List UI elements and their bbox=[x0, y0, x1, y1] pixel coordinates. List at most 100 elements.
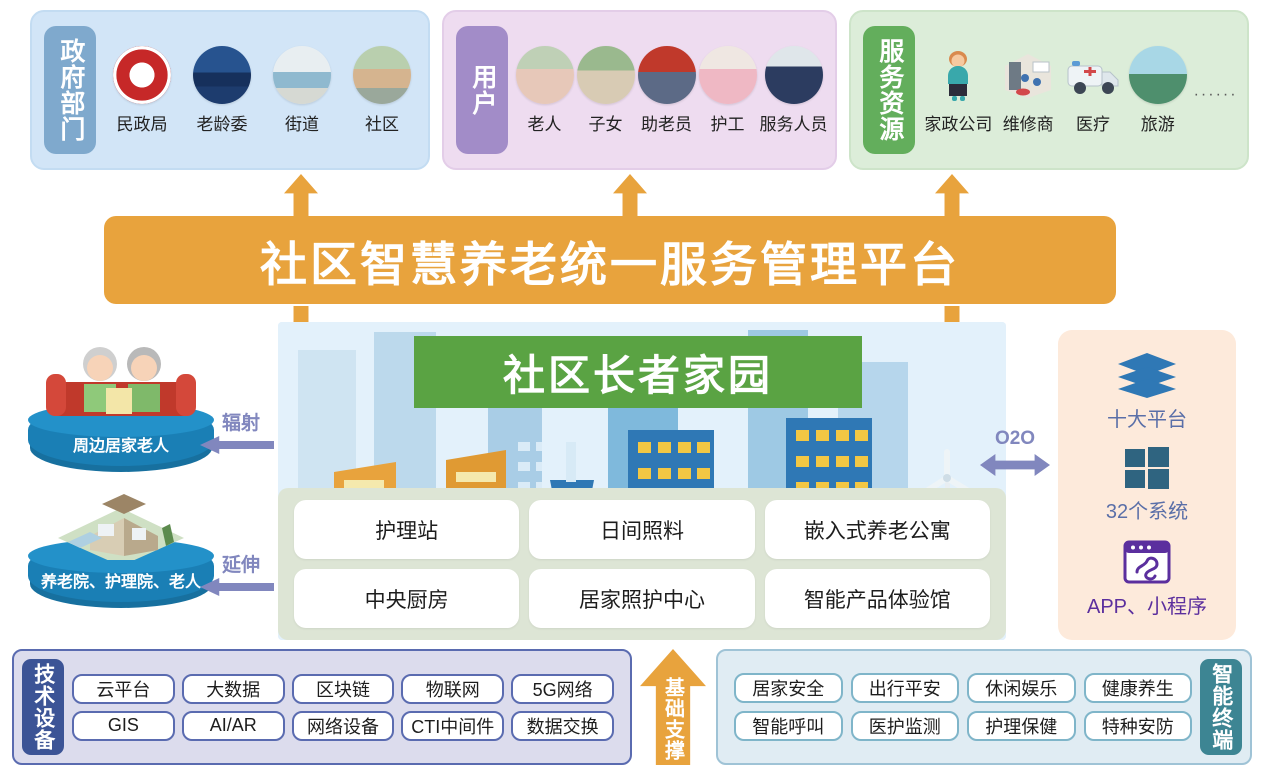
section-smart-terminals: 居家安全 出行平安 休闲娱乐 健康养生 智能呼叫 医护监测 护理保健 特种安防 … bbox=[716, 649, 1252, 765]
mini-program-window-icon bbox=[1123, 540, 1171, 584]
section-tab-service-resources: 服务资源 bbox=[863, 26, 915, 154]
channel-platforms[interactable]: 十大平台 bbox=[1107, 351, 1187, 432]
user-items: 老人 子女 助老员 护工 服务人员 bbox=[508, 45, 835, 135]
terminal-item[interactable]: 医护监测 bbox=[850, 711, 959, 741]
chip-caregiver[interactable]: 护工 bbox=[698, 45, 757, 135]
service-resource-items: 家政公司 维修商 bbox=[915, 45, 1247, 135]
terminal-item[interactable]: 居家安全 bbox=[734, 673, 843, 703]
service-card[interactable]: 日间照料 bbox=[529, 500, 755, 559]
platform-title: 社区智慧养老统一服务管理平台 bbox=[260, 237, 960, 291]
service-card[interactable]: 护理站 bbox=[294, 500, 520, 559]
terminal-item[interactable]: 出行平安 bbox=[850, 673, 959, 703]
service-card[interactable]: 智能产品体验馆 bbox=[764, 569, 990, 628]
housekeeper-icon bbox=[929, 46, 987, 104]
elder-helper-photo-icon bbox=[637, 45, 696, 104]
layers-stack-icon bbox=[1118, 352, 1176, 398]
chip-label: 助老员 bbox=[641, 114, 692, 134]
channel-label: 32个系统 bbox=[1105, 501, 1189, 524]
arrow-resources-to-platform bbox=[935, 174, 969, 220]
terminal-item[interactable]: 休闲娱乐 bbox=[967, 673, 1076, 703]
arrow-label-extend: 延伸 bbox=[222, 555, 261, 576]
terminal-items-grid: 居家安全 出行平安 休闲娱乐 健康养生 智能呼叫 医护监测 护理保健 特种安防 bbox=[726, 673, 1200, 741]
chip-label: 社区 bbox=[365, 114, 399, 134]
digital-channels-panel: 十大平台 32个系统 APP、小程序 bbox=[1058, 330, 1236, 640]
chip-label: 家政公司 bbox=[924, 114, 993, 134]
chip-label: 街道 bbox=[285, 114, 319, 134]
tech-item[interactable]: 网络设备 bbox=[291, 710, 395, 741]
repair-shop-icon bbox=[999, 46, 1057, 104]
chip-label: 老人 bbox=[527, 114, 562, 134]
tech-item[interactable]: 数据交换 bbox=[511, 710, 614, 741]
aging-committee-photo-icon bbox=[193, 45, 251, 104]
tech-item[interactable]: 物联网 bbox=[401, 673, 505, 704]
chip-elderly[interactable]: 老人 bbox=[515, 45, 574, 135]
chip-civil-affairs[interactable]: 民政局 bbox=[113, 45, 171, 135]
chip-housekeeping[interactable]: 家政公司 bbox=[924, 46, 992, 135]
civil-affairs-seal-icon bbox=[113, 45, 171, 104]
node-label: 养老院、护理院、老人 bbox=[40, 574, 201, 591]
node-nursing-institutions[interactable]: 养老院、护理院、老人 bbox=[28, 494, 214, 602]
chip-label: 民政局 bbox=[116, 114, 168, 134]
o2o-connector: O2O bbox=[980, 428, 1050, 476]
channel-systems[interactable]: 32个系统 bbox=[1106, 445, 1188, 524]
service-card[interactable]: 中央厨房 bbox=[294, 569, 520, 628]
terminal-item[interactable]: 护理保健 bbox=[967, 711, 1076, 741]
center-green-title-text: 社区长者家园 bbox=[502, 351, 773, 399]
section-tech-equipment: 技术设备 云平台 大数据 区块链 物联网 5G网络 GIS AI/AR 网络设备… bbox=[12, 649, 632, 765]
chip-tourism[interactable]: 旅游 bbox=[1128, 45, 1187, 135]
chip-street[interactable]: 街道 bbox=[273, 45, 331, 135]
section-tab-government: 政府部门 bbox=[44, 26, 96, 154]
terminal-item[interactable]: 健康养生 bbox=[1083, 673, 1192, 703]
terminal-item[interactable]: 智能呼叫 bbox=[734, 711, 843, 741]
tech-item[interactable]: AI/AR bbox=[181, 710, 285, 741]
section-government-departments: 政府部门 民政局 老龄委 街道 社区 bbox=[30, 10, 430, 170]
channel-label: APP、小程序 bbox=[1086, 596, 1208, 619]
tech-item[interactable]: 5G网络 bbox=[511, 673, 614, 704]
chip-children[interactable]: 子女 bbox=[576, 45, 635, 135]
chip-elder-helper[interactable]: 助老员 bbox=[637, 45, 696, 135]
tech-item[interactable]: 区块链 bbox=[291, 673, 395, 704]
arrow-users-to-platform bbox=[613, 174, 647, 220]
elderly-couple-sofa-icon bbox=[46, 347, 196, 416]
chip-label: 维修商 bbox=[1002, 114, 1054, 134]
chip-medical[interactable]: 医疗 bbox=[1064, 46, 1122, 135]
street-office-photo-icon bbox=[273, 45, 331, 104]
chip-label: 医疗 bbox=[1075, 114, 1110, 134]
foundation-support-label: 基础支撑 bbox=[661, 677, 684, 761]
arrow-government-to-platform bbox=[284, 174, 318, 220]
chip-label: 服务人员 bbox=[759, 114, 828, 134]
center-green-title[interactable]: 社区长者家园 bbox=[414, 336, 862, 408]
chip-community[interactable]: 社区 bbox=[353, 45, 411, 135]
chip-label: 护工 bbox=[710, 114, 745, 134]
section-service-resources: 服务资源 家政公司 bbox=[849, 10, 1249, 170]
node-label: 周边居家老人 bbox=[72, 438, 169, 455]
family-children-photo-icon bbox=[576, 45, 635, 104]
tech-item[interactable]: 云平台 bbox=[72, 673, 175, 704]
government-items: 民政局 老龄委 街道 社区 bbox=[96, 45, 428, 135]
tech-item[interactable]: CTI中间件 bbox=[401, 710, 505, 741]
chip-repair[interactable]: 维修商 bbox=[999, 46, 1057, 135]
section-tab-users: 用户 bbox=[456, 26, 508, 154]
chip-service-staff[interactable]: 服务人员 bbox=[759, 45, 828, 135]
tourism-landscape-icon bbox=[1128, 45, 1187, 104]
caregiver-photo-icon bbox=[698, 45, 757, 104]
service-card[interactable]: 嵌入式养老公寓 bbox=[764, 500, 990, 559]
chip-aging-committee[interactable]: 老龄委 bbox=[193, 45, 251, 135]
section-tab-smart-terminals: 智能终端 bbox=[1200, 659, 1242, 755]
tech-item[interactable]: GIS bbox=[72, 710, 175, 741]
channel-label: 十大平台 bbox=[1107, 408, 1187, 431]
channel-app[interactable]: APP、小程序 bbox=[1087, 538, 1207, 619]
nursing-home-building-icon bbox=[58, 494, 184, 560]
foundation-support-arrow: 基础支撑 bbox=[640, 649, 706, 765]
chip-label: 旅游 bbox=[1140, 114, 1175, 134]
arrow-label-radiate: 辐射 bbox=[222, 413, 261, 434]
node-home-elderly[interactable]: 周边居家老人 bbox=[28, 347, 214, 466]
section-users: 用户 老人 子女 助老员 护工 服务人员 bbox=[442, 10, 837, 170]
tech-item[interactable]: 大数据 bbox=[181, 673, 285, 704]
elderly-couple-photo-icon bbox=[515, 45, 574, 104]
unified-platform-banner[interactable]: 社区智慧养老统一服务管理平台 bbox=[104, 216, 1116, 304]
service-cards-tray: 护理站 日间照料 嵌入式养老公寓 中央厨房 居家照护中心 智能产品体验馆 bbox=[278, 488, 1006, 640]
terminal-item[interactable]: 特种安防 bbox=[1083, 711, 1192, 741]
community-photo-icon bbox=[353, 45, 411, 104]
service-card[interactable]: 居家照护中心 bbox=[529, 569, 755, 628]
